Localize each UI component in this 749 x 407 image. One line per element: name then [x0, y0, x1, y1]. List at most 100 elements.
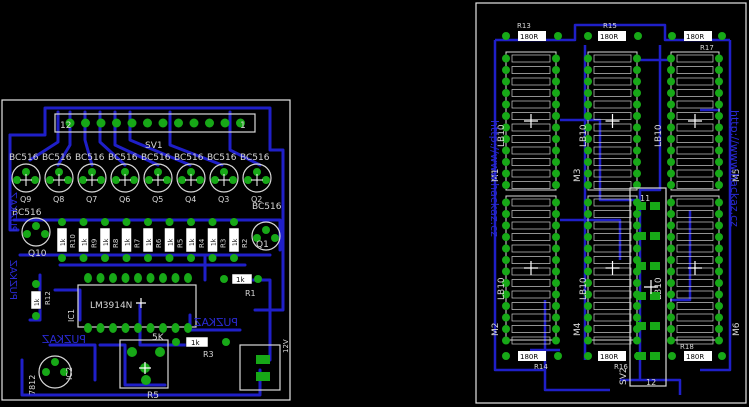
sv1-pad: [65, 118, 75, 128]
module-pad: [502, 89, 510, 97]
resistor-value: 1k: [211, 238, 218, 246]
module-origin: [605, 114, 620, 128]
module-pad: [715, 54, 723, 63]
sv2-pin-top: 11: [640, 194, 650, 203]
transistor-pad: [130, 176, 138, 184]
module-pad: [633, 112, 641, 120]
led-segment: [593, 77, 632, 86]
module-pad: [552, 244, 560, 253]
resistor-ref: R3: [220, 239, 228, 248]
led-segment: [511, 146, 551, 155]
module-pad: [633, 89, 641, 97]
module-pad: [584, 233, 592, 241]
led-segment: [676, 221, 714, 230]
led-segment: [676, 302, 714, 310]
module-outline: [587, 51, 638, 191]
module-pad: [502, 77, 510, 86]
sv2-pad: [636, 322, 646, 330]
resistor-body: [99, 227, 111, 253]
module-pad: [715, 244, 723, 253]
module-pad: [584, 54, 592, 63]
module-lb-label: LB10: [654, 277, 664, 300]
led-segment: [593, 66, 632, 74]
led-segment: [676, 169, 714, 178]
transistor-origin: [218, 174, 230, 186]
resistor-pad: [58, 218, 66, 226]
r12-value: 1k: [34, 298, 41, 306]
module-pad: [633, 336, 641, 345]
module-pad: [715, 313, 723, 322]
module-pad: [715, 169, 723, 178]
module-pad: [502, 325, 510, 333]
module-pad: [552, 89, 560, 97]
module-pad: [584, 221, 592, 230]
resistor-pad: [79, 254, 88, 262]
transistor-ref: Q2: [251, 195, 262, 204]
ic1-pad: [184, 323, 192, 333]
led-segment: [676, 290, 714, 299]
ic1-pads: [84, 273, 192, 333]
left-board-outline: [1, 99, 291, 401]
led-segment: [511, 244, 551, 253]
module-pad: [633, 54, 641, 63]
module-pad: [715, 198, 723, 207]
module-pad: [715, 233, 723, 241]
resistor-value: 1k: [146, 238, 153, 246]
led-segment: [676, 54, 714, 63]
module-pad: [584, 313, 592, 322]
led-segment: [676, 135, 714, 143]
module-pad: [584, 89, 592, 97]
ic1-pad: [159, 323, 167, 333]
module-pad: [502, 267, 510, 276]
module-pad: [667, 77, 675, 86]
module-pad: [633, 66, 641, 74]
module-pad: [633, 158, 641, 166]
resistor-ref: R9: [91, 239, 99, 248]
module-lb-label: LB10: [497, 124, 507, 147]
led-segment: [511, 198, 551, 207]
ic1-lm3914: LM3914N IC1: [67, 273, 197, 333]
module-pad: [502, 66, 510, 74]
led-segment: [593, 198, 632, 207]
transistor-pad: [244, 176, 252, 184]
module-pad: [552, 233, 560, 241]
module-label: M5: [732, 169, 742, 183]
transistor-type: BC516: [9, 153, 39, 163]
led-segment: [511, 169, 551, 178]
sv2-pad: [650, 232, 660, 240]
r18-value: 180R: [686, 353, 704, 361]
led-segment: [593, 279, 632, 287]
module-outline: [505, 51, 557, 191]
top-transistors: BC516Q9BC516Q8BC516Q7BC516Q6BC516Q5BC516…: [9, 153, 272, 204]
transistor-pad: [262, 176, 270, 184]
module-pad: [552, 336, 560, 345]
resistor-pad: [230, 218, 238, 226]
module-pad: [502, 210, 510, 218]
r3-value: 1k: [191, 339, 200, 347]
led-segment: [511, 135, 551, 143]
mirror-text-1: PUZKAZ: [7, 192, 18, 232]
led-segment: [511, 290, 551, 299]
resistor-pad: [122, 254, 131, 262]
led-segment: [593, 181, 632, 189]
module-pad: [502, 169, 510, 178]
module-pad: [715, 325, 723, 333]
sv1-pad: [174, 118, 183, 128]
resistor-body: [78, 227, 89, 253]
module-pad: [667, 325, 675, 333]
led-segment: [676, 336, 714, 345]
sv1-pad: [236, 118, 245, 128]
module-pad: [584, 336, 592, 345]
resistor-r3: 1k R3: [172, 336, 230, 359]
module-pad: [633, 169, 641, 178]
r14-ref: R14: [534, 363, 548, 371]
transistor-pad: [220, 168, 228, 176]
module-pad: [552, 325, 560, 333]
